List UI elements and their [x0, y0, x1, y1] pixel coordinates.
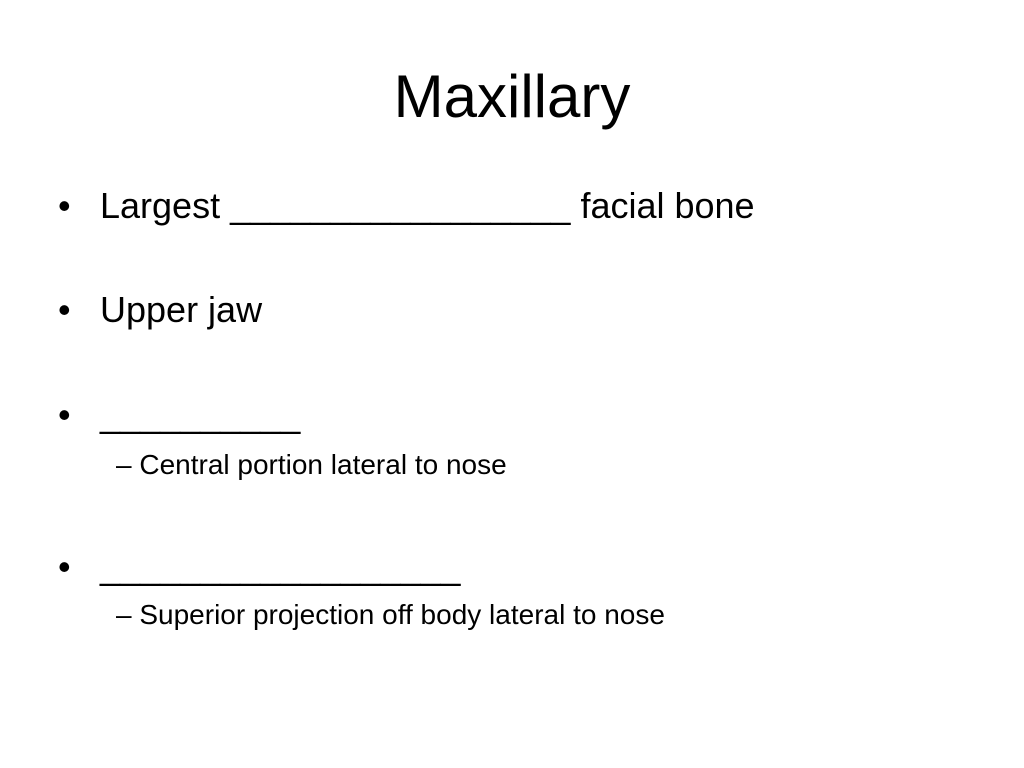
bullet-marker: •	[58, 185, 71, 226]
bullet-text: Largest _________________ facial bone	[100, 185, 755, 226]
bullet-text: __________________	[100, 546, 461, 587]
bullet-marker: •	[58, 546, 71, 587]
bullet-item-3: • __________	[58, 394, 300, 436]
bullet-item-1: • Largest _________________ facial bone	[58, 185, 755, 227]
bullet-text: Upper jaw	[100, 289, 263, 330]
slide-title: Maxillary	[393, 63, 631, 130]
sub-bullet-1: – Central portion lateral to nose	[116, 449, 507, 480]
bullet-marker: •	[58, 394, 71, 435]
sub-bullet-2: – Superior projection off body lateral t…	[116, 599, 665, 630]
bullet-marker: •	[58, 289, 71, 330]
bullet-item-2: • Upper jaw	[58, 289, 262, 331]
bullet-text: __________	[100, 394, 301, 435]
bullet-item-4: • __________________	[58, 546, 460, 588]
